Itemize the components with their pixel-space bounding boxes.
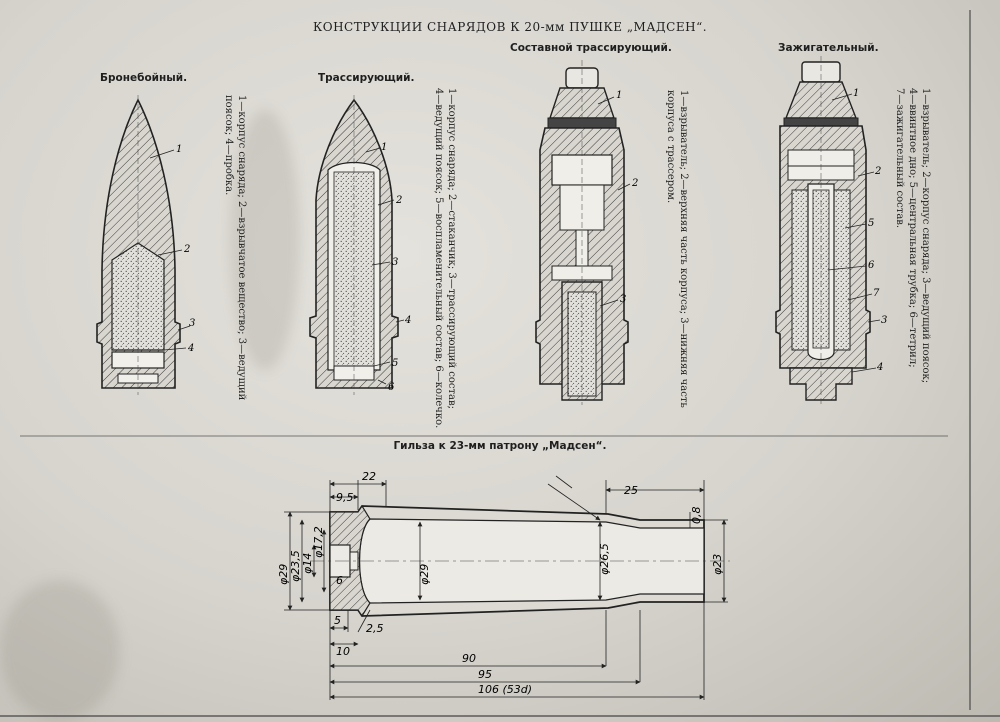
- callout-1: 1: [616, 90, 622, 101]
- dim-95: 95: [478, 668, 492, 681]
- dim-106: 106 (53d): [478, 683, 532, 696]
- dim-phi29-outer: φ29: [277, 564, 290, 585]
- callout-6: 6: [868, 260, 875, 271]
- fig-title-armor-piercing: Бронебойный.: [100, 72, 188, 84]
- dim-9-5: 9,5: [336, 491, 354, 504]
- callout-3: 3: [392, 257, 398, 268]
- paper-stain: [230, 110, 300, 370]
- callout-2: 2: [874, 166, 881, 177]
- dim-phi17-2: φ17,2: [312, 526, 325, 558]
- callout-1: 1: [381, 142, 387, 153]
- callout-4: 4: [876, 362, 883, 373]
- dim-2-5: 2,5: [366, 622, 384, 635]
- callout-7: 7: [873, 288, 880, 299]
- fig-title-tracer: Трассирующий.: [318, 72, 415, 84]
- callout-4: 4: [404, 315, 411, 326]
- dim-5: 5: [334, 614, 341, 627]
- callout-2: 2: [183, 244, 190, 255]
- callout-5: 5: [868, 218, 874, 229]
- tracer-shell: [309, 95, 405, 395]
- dim-phi23-5: φ23,5: [289, 550, 302, 582]
- dim-10: 10: [336, 645, 350, 658]
- callout-4: 4: [187, 343, 194, 354]
- dimension-lines: [284, 475, 728, 700]
- callout-6: 6: [388, 382, 395, 393]
- casing-title: Гильза к 23-мм патрону „Мадсен“.: [393, 440, 607, 452]
- callout-1: 1: [853, 88, 859, 99]
- paper-stain: [0, 580, 120, 720]
- incendiary-shell: [775, 56, 881, 405]
- callout-1: 1: [176, 144, 182, 155]
- fig-title-incendiary: Зажигательный.: [778, 42, 879, 54]
- armor-piercing-shell: [96, 95, 191, 395]
- dim-6: 6: [336, 574, 343, 587]
- dim-25: 25: [624, 484, 638, 497]
- dim-22: 22: [362, 470, 376, 483]
- dim-0-8: 0,8: [690, 507, 703, 525]
- dim-phi14: φ14: [301, 553, 314, 574]
- fig-title-composite-tracer: Составной трассирующий.: [510, 42, 672, 54]
- dim-phi29-inner: φ29: [418, 564, 431, 585]
- dim-phi23: φ23: [711, 554, 724, 575]
- dim-90: 90: [462, 652, 476, 665]
- cartridge-case: [310, 504, 730, 618]
- callout-3: 3: [881, 315, 887, 326]
- composite-tracer-shell: [535, 60, 631, 405]
- page-title: КОНСТРУКЦИИ СНАРЯДОВ К 20-мм ПУШКЕ „МАДС…: [312, 20, 708, 34]
- callout-2: 2: [395, 195, 402, 206]
- dim-phi26-5: φ26,5: [598, 543, 611, 575]
- callout-3: 3: [620, 294, 626, 305]
- callout-5: 5: [392, 358, 398, 369]
- callout-2: 2: [631, 178, 638, 189]
- callout-3: 3: [189, 318, 195, 329]
